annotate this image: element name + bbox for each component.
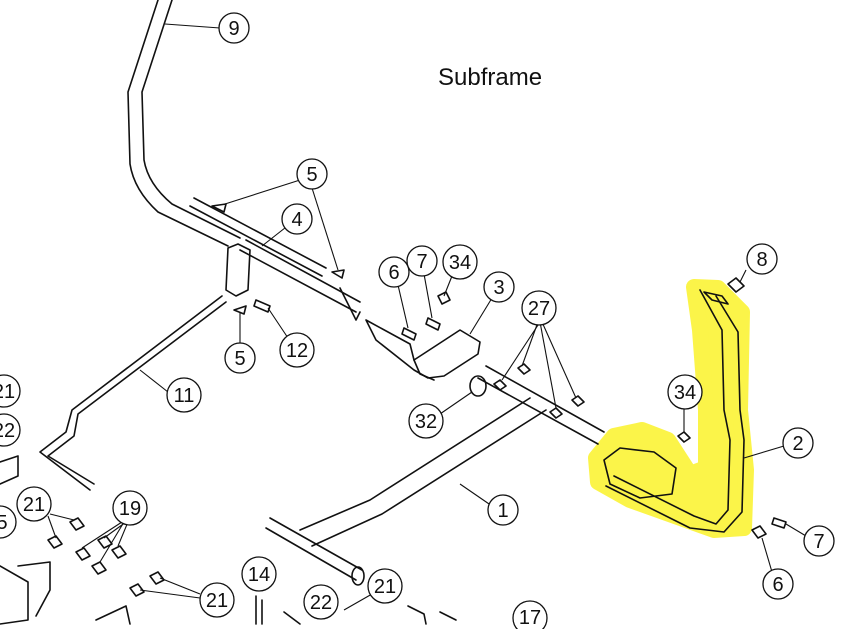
svg-text:11: 11 <box>174 385 195 407</box>
svg-text:14: 14 <box>248 564 270 586</box>
callout-34: 34 <box>442 244 478 280</box>
callout-12: 12 <box>279 332 315 368</box>
callout-27: 27 <box>521 290 557 326</box>
callout-5-lower: 5 <box>224 342 256 374</box>
svg-text:19: 19 <box>119 498 141 520</box>
svg-text:22: 22 <box>310 592 332 614</box>
callout-4: 4 <box>281 203 313 235</box>
svg-text:21: 21 <box>23 494 45 516</box>
part-5-pins <box>211 179 345 279</box>
svg-text:7: 7 <box>813 531 824 553</box>
svg-text:27: 27 <box>528 298 550 320</box>
svg-text:6: 6 <box>772 574 783 596</box>
part-3-bracket <box>365 297 493 381</box>
svg-text:5: 5 <box>306 164 317 186</box>
callout-21-edge-top: 21 <box>0 374 21 408</box>
part-11-rod <box>39 295 227 491</box>
callout-34-right: 34 <box>667 374 703 410</box>
callout-14: 14 <box>241 556 277 592</box>
svg-text:21: 21 <box>374 576 396 598</box>
svg-text:7: 7 <box>416 251 427 273</box>
callout-22-edge: 22 <box>0 413 21 447</box>
svg-text:34: 34 <box>674 382 696 404</box>
callout-22-bottom: 22 <box>303 584 339 620</box>
svg-text:6: 6 <box>388 262 399 284</box>
callout-7: 7 <box>406 245 438 277</box>
callouts: 9 5 4 6 7 34 3 27 8 5 12 11 32 34 2 1 7 … <box>0 12 835 629</box>
svg-text:21: 21 <box>206 590 228 612</box>
svg-text:8: 8 <box>756 249 767 271</box>
callout-21-left: 21 <box>16 486 52 522</box>
callout-6-right: 6 <box>762 568 794 600</box>
callout-7-right: 7 <box>803 525 835 557</box>
part-4-cross-tube <box>189 197 361 321</box>
svg-text:3: 3 <box>493 277 504 299</box>
callout-19: 19 <box>112 490 148 526</box>
callout-8: 8 <box>746 243 778 275</box>
top-hardware <box>397 273 453 341</box>
callout-3: 3 <box>483 271 515 303</box>
svg-text:32: 32 <box>415 411 437 433</box>
callout-6: 6 <box>378 256 410 288</box>
callout-17: 17 <box>512 600 548 629</box>
callout-1: 1 <box>487 494 519 526</box>
svg-text:2: 2 <box>792 433 803 455</box>
lower-left-parts <box>0 455 457 625</box>
callout-11: 11 <box>166 377 202 413</box>
part-2-bar <box>603 269 807 573</box>
callout-2: 2 <box>782 427 814 459</box>
callout-32: 32 <box>408 403 444 439</box>
part-1-frame-rail <box>265 397 547 586</box>
svg-text:34: 34 <box>449 252 471 274</box>
svg-text:5: 5 <box>234 348 245 370</box>
svg-text:1: 1 <box>497 500 508 522</box>
svg-text:12: 12 <box>286 340 308 362</box>
callout-5: 5 <box>296 158 328 190</box>
part-12-pin <box>233 299 289 346</box>
diagram-title: Subframe <box>438 64 543 91</box>
callout-9: 9 <box>218 12 250 44</box>
svg-text:22: 22 <box>0 420 15 442</box>
part-27-axle <box>439 321 605 445</box>
callout-21-mid: 21 <box>367 568 403 604</box>
callout-21-bottom: 21 <box>199 582 235 618</box>
svg-text:5: 5 <box>0 512 8 534</box>
svg-text:9: 9 <box>228 18 239 40</box>
svg-text:4: 4 <box>291 209 302 231</box>
svg-text:17: 17 <box>519 607 541 629</box>
part-9-handle <box>127 0 241 247</box>
callout-5-edge: 5 <box>0 505 17 539</box>
svg-text:21: 21 <box>0 381 15 403</box>
